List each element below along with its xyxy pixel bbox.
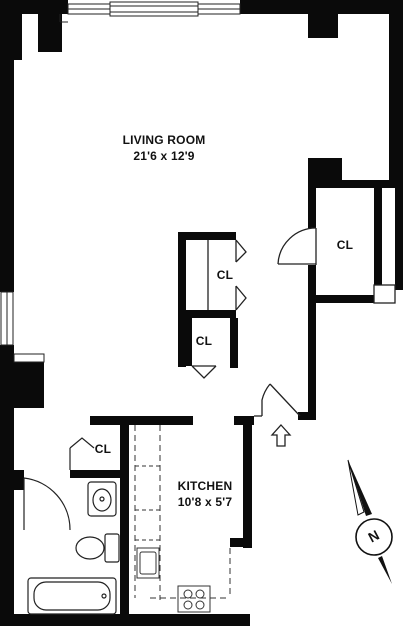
left-window	[0, 291, 45, 363]
bathroom-fixtures	[23, 437, 120, 615]
entry-door	[254, 383, 301, 417]
entry-arrow-icon	[270, 424, 292, 447]
middle-closet-doors	[191, 239, 247, 379]
kitchen-fixtures	[134, 425, 231, 613]
right-closet-door	[277, 227, 396, 304]
compass-icon	[347, 459, 393, 584]
top-windows	[59, 1, 241, 23]
